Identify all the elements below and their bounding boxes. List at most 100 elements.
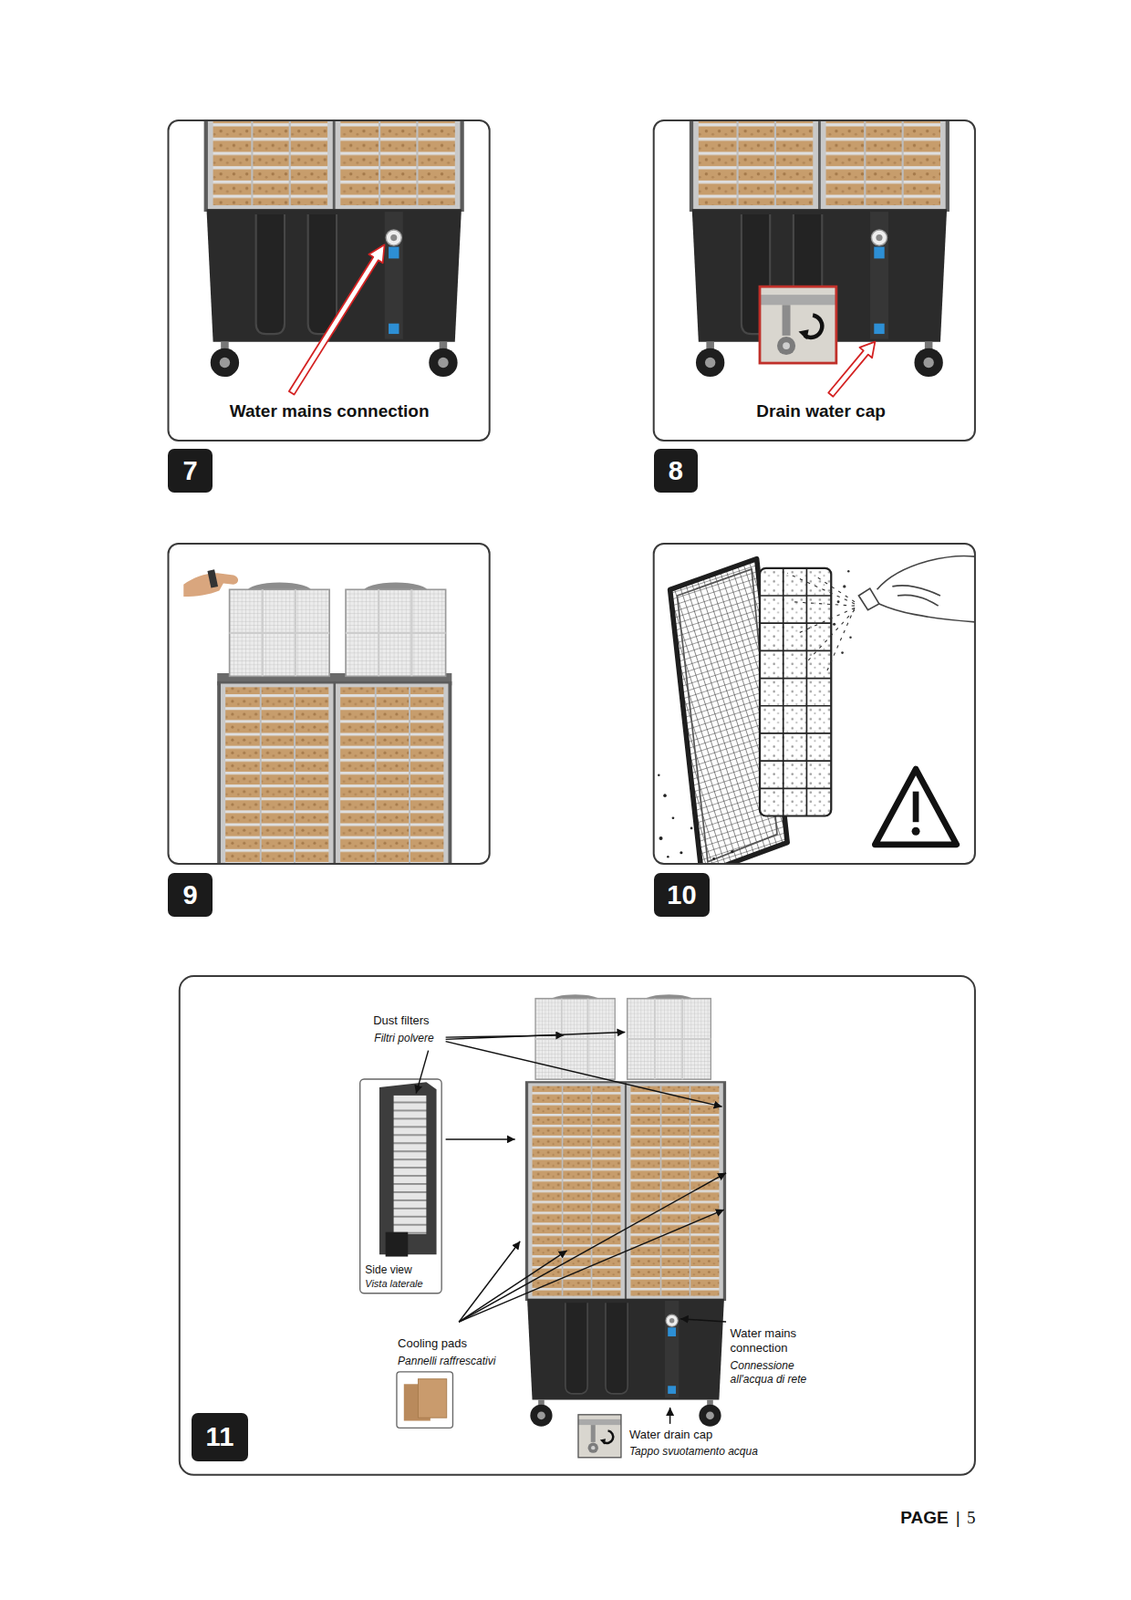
leader-arrow-part <box>446 1138 516 1140</box>
panel-9-part-part <box>217 681 452 864</box>
panel-10-part-part-part <box>730 850 734 853</box>
panel-10-part-part <box>832 570 852 654</box>
view-label: Side view <box>364 1263 412 1277</box>
part-label: Water drain cap <box>629 1427 713 1443</box>
caption-holder: Water mains connection <box>229 400 430 423</box>
panel-10-part-part-part <box>849 636 851 639</box>
panel-10-part-part <box>657 774 734 861</box>
panel-10-part-part-part <box>659 836 664 841</box>
callout-number-text: 11 <box>206 1423 235 1451</box>
panel-10-part-part-part <box>840 651 844 654</box>
panel-10-part-part <box>912 827 921 836</box>
leader-arrow-part <box>446 1041 723 1108</box>
page-separator-holder: | <box>955 1506 961 1529</box>
part-label: Cooling pads <box>397 1335 467 1350</box>
panel-10-part-part <box>787 572 855 674</box>
panel-11-part <box>394 1095 427 1235</box>
panel-9-part-part <box>345 589 447 676</box>
panel-11-part <box>379 1081 437 1255</box>
part-label-translation-holder: Filtri polvere <box>373 1031 434 1046</box>
panel-11 <box>179 975 976 1475</box>
part-label-holder: Cooling pads <box>397 1335 467 1350</box>
callout-number-text: 8 <box>668 457 684 485</box>
part-label-holder: Water mains connection <box>730 1326 822 1357</box>
panel-11-part <box>396 1371 453 1428</box>
callout-number: 8 <box>653 448 698 493</box>
leader-arrow-part <box>680 1318 727 1322</box>
view-label-translation: Vista laterale <box>364 1277 423 1291</box>
part-label-translation-holder: Connessione all'acqua di rete <box>730 1359 822 1387</box>
part-label-translation-holder: Tappo svuotamento acqua <box>629 1444 758 1459</box>
panel-10-part-part-part <box>815 576 854 602</box>
caption: Water mains connection <box>229 400 430 423</box>
panel-11-part <box>360 1079 442 1294</box>
leader-arrow-part <box>446 1032 626 1040</box>
part-label: Dust filters <box>373 1013 429 1028</box>
panel-10-part-part-part <box>847 570 850 572</box>
leader-arrow-part <box>458 1172 727 1322</box>
panel-10-part-part-part <box>842 584 846 588</box>
view-label-holder: Side view <box>364 1263 412 1277</box>
caption-holder: Drain water cap <box>756 400 886 423</box>
panel-8-part <box>689 120 950 377</box>
panel-9-part <box>167 543 489 864</box>
panel-10-part-part-part <box>791 601 855 606</box>
manual-illustrations-part <box>167 0 977 1475</box>
callout-number-text: 9 <box>182 881 198 909</box>
panel-7-part <box>167 120 489 441</box>
panel-7-part <box>204 120 465 377</box>
panel-11-part <box>385 1232 409 1257</box>
panel-9-part <box>183 569 452 864</box>
panel-7 <box>167 0 489 441</box>
panel-11-part <box>578 1414 622 1458</box>
panel-10-part-part-part <box>837 600 841 603</box>
leader-arrow-part <box>458 1209 725 1322</box>
leader-arrow-part <box>458 1250 568 1322</box>
panel-10-part-part-part <box>666 855 669 858</box>
callout-number: 9 <box>167 872 212 917</box>
part-label-translation: Connessione all'acqua di rete <box>730 1359 822 1387</box>
page-label-holder: PAGE <box>900 1506 948 1529</box>
panel-8-part <box>759 286 837 364</box>
leader-arrow-part <box>669 1407 671 1424</box>
panel-10-part-part-part <box>795 607 855 634</box>
part-label-translation: Filtri polvere <box>373 1031 434 1046</box>
panel-11-part <box>578 1414 622 1458</box>
panel-10-part-part <box>759 568 831 817</box>
panel-11-part <box>179 975 976 1475</box>
panel-10-part <box>653 543 976 864</box>
panel-10-part <box>657 555 976 864</box>
leader-arrow-part <box>458 1241 520 1322</box>
panel-11-part <box>525 1080 727 1427</box>
panel-8-part <box>653 120 976 441</box>
callout-arrow <box>828 342 875 397</box>
part-label-holder: Water drain cap <box>629 1427 713 1443</box>
panel-9-part-part <box>229 589 331 676</box>
part-label-translation-holder: Pannelli raffrescativi <box>397 1353 496 1368</box>
panel-10-part-part-part <box>672 816 675 820</box>
view-label-translation-holder: Vista laterale <box>364 1277 423 1291</box>
part-label: Water mains connection <box>730 1326 822 1357</box>
part-label-translation: Tappo svuotamento acqua <box>629 1444 758 1459</box>
panel-10-part-part <box>913 791 920 823</box>
page-label: PAGE <box>900 1506 948 1529</box>
callout-arrow <box>289 244 385 395</box>
callout-number: 7 <box>167 448 212 493</box>
panel-10-part-part-part <box>657 774 660 777</box>
panel-10-part-part-part <box>679 850 683 854</box>
panel-10-part-part-part <box>808 610 855 662</box>
part-label-holder: Dust filters <box>373 1013 429 1028</box>
panel-11-part <box>535 998 615 1080</box>
panel-8 <box>653 0 976 441</box>
panel-11-part <box>627 998 712 1080</box>
callout-number-text: 7 <box>182 457 198 485</box>
page-number: 5 <box>966 1506 976 1529</box>
panel-7-part-part <box>204 120 465 377</box>
callout-number-text: 10 <box>666 881 696 909</box>
panel-10-part-part <box>874 768 956 845</box>
panel-10-part-part <box>759 568 831 817</box>
panel-8-part-part <box>689 120 950 377</box>
callout-number: 11 <box>191 1412 248 1463</box>
part-label-translation: Pannelli raffrescativi <box>397 1353 496 1368</box>
caption: Drain water cap <box>756 400 886 423</box>
